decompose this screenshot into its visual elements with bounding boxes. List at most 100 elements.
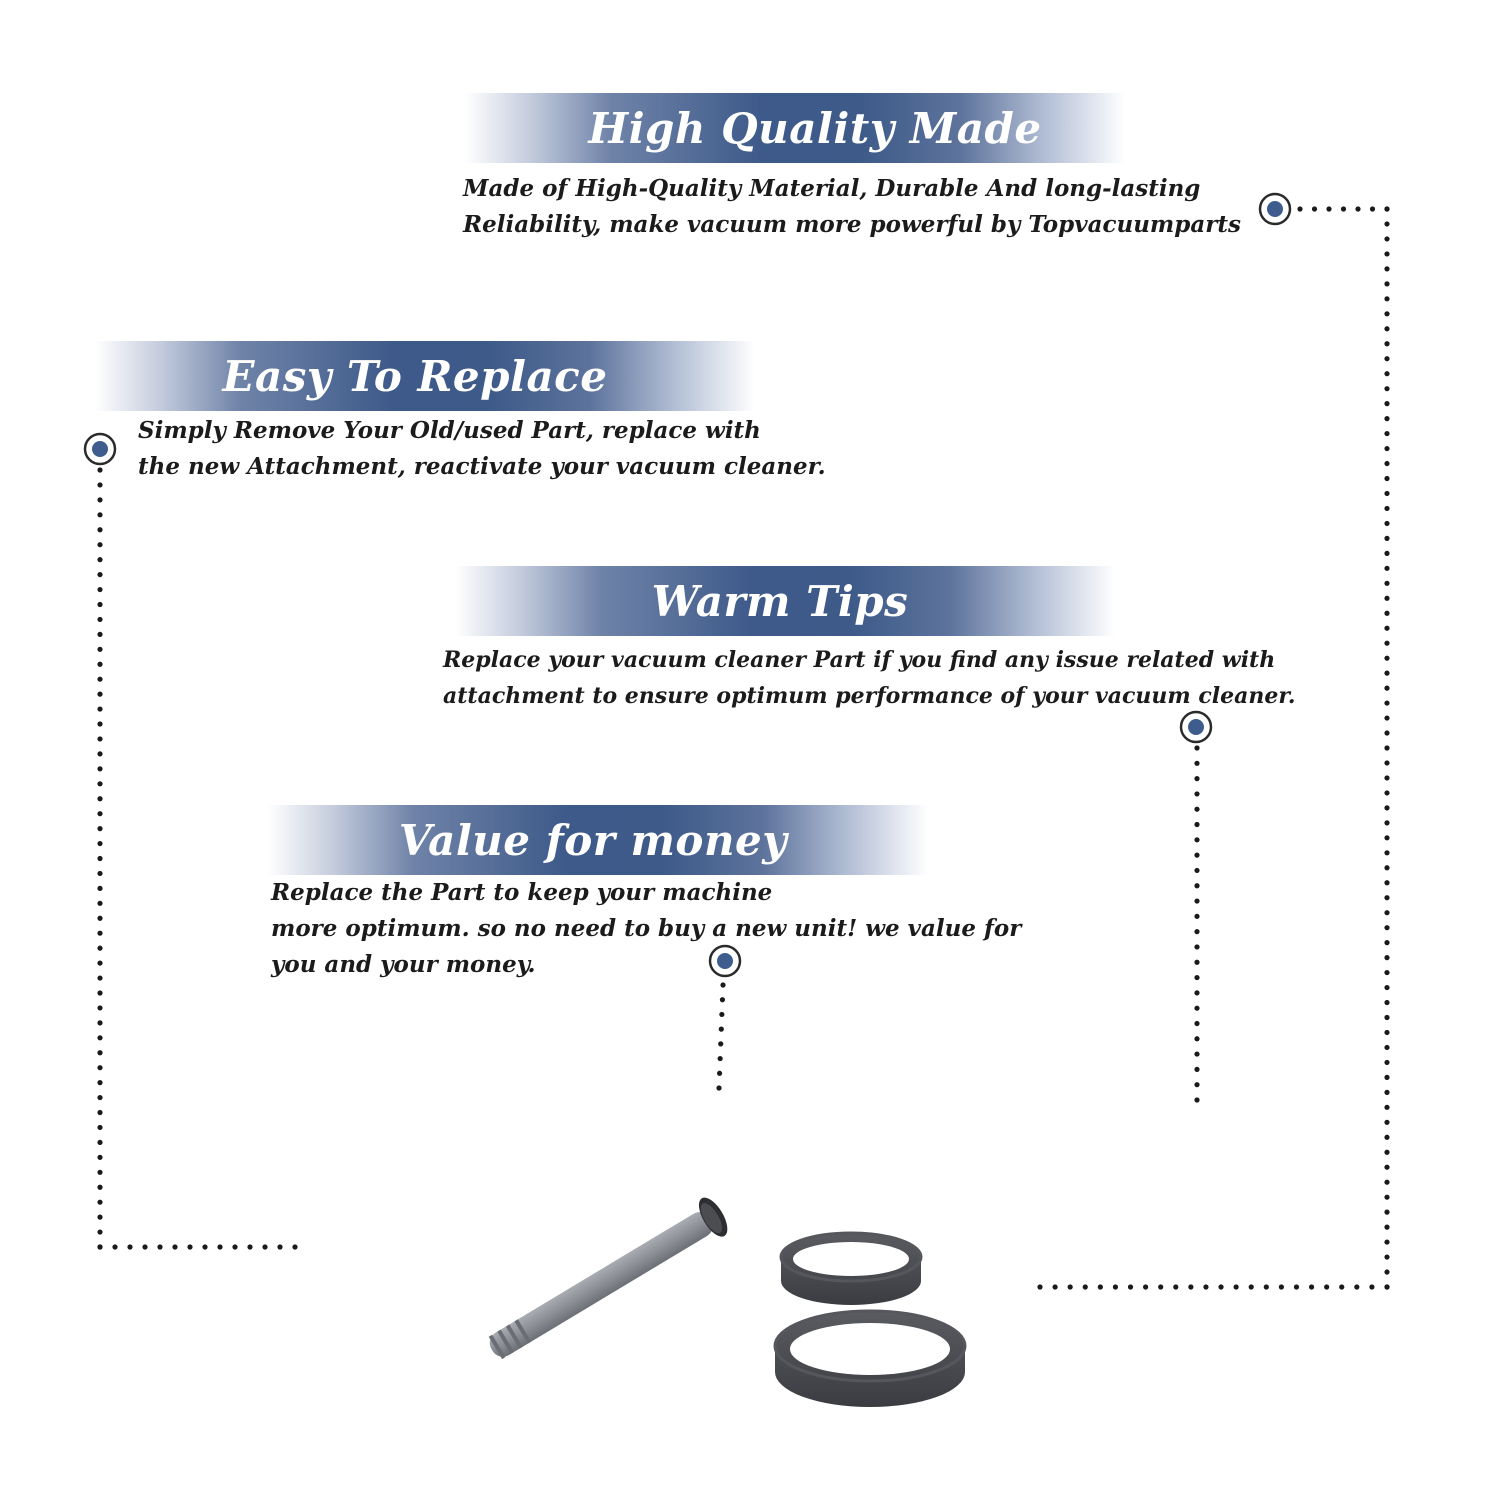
connector-dot [1384,1269,1390,1275]
target-marker-icon [1258,192,1292,226]
connector-dot [1384,670,1390,676]
connector-dot [97,646,103,652]
connector-dot [97,467,103,473]
connector-dot [1248,1284,1254,1290]
connector-easy-replace [97,467,298,1250]
connector-dot [1384,206,1390,212]
connector-dot [97,721,103,727]
description-line: Made of High-Quality Material, Durable A… [463,175,1201,202]
connector-dot [1037,1284,1043,1290]
connector-dot [97,930,103,936]
connector-dot [157,1244,163,1250]
connector-dot [1384,805,1390,811]
connector-dot [1194,974,1200,981]
connector-dot [1218,1284,1224,1290]
connector-dot [1384,1119,1390,1125]
connector-dot [247,1244,253,1250]
connector-dot [97,527,103,533]
section-description: Replace your vacuum cleaner Part if you … [443,642,1296,714]
connector-dot [716,1070,723,1076]
connector-dot [97,661,103,667]
connector-dot [97,975,103,981]
connector-dot [97,1154,103,1160]
connector-dot [1308,1284,1315,1290]
connector-dot [97,915,103,921]
connector-dot [1384,1134,1390,1140]
connector-dot [112,1244,118,1250]
connector-dot [1194,913,1200,919]
connector-dot [1384,416,1390,422]
connector-dot [97,1080,103,1086]
connector-dot [97,781,103,787]
connector-dot [1384,386,1390,392]
connector-dot [1354,1284,1360,1290]
connector-dot [718,1041,724,1047]
connector-dot [97,1199,103,1205]
connector-dot [1311,206,1318,212]
connector-dot [1384,1029,1390,1036]
connector-dot [1384,1059,1390,1066]
connector-dot [1384,1284,1390,1290]
connector-dot [1194,1036,1200,1042]
connector-dot [1194,898,1200,904]
connector-dot [1143,1284,1149,1290]
connector-dot [1384,715,1390,721]
connector-dot [127,1244,133,1250]
connector-dot [1194,852,1200,858]
connector-dot [1052,1284,1058,1290]
connector-dot [1194,1051,1200,1057]
connector-dot [1384,969,1390,976]
connector-dot [1384,880,1390,886]
connector-dot [262,1244,268,1250]
connector-dot [1384,296,1390,302]
connector-dot [1384,1164,1390,1170]
connector-dot [97,885,103,891]
connector-dot [97,616,103,623]
connector-dot [1194,1097,1200,1103]
connector-dot [1233,1284,1239,1290]
connector-dot [97,1229,103,1235]
section-description: Replace the Part to keep your machine mo… [271,875,1021,983]
connector-dot [1355,206,1361,212]
connector-dot [97,826,103,832]
connector-dot [1194,929,1200,935]
connector-dot [1194,791,1200,797]
connector-dot [97,766,103,772]
connector-dot [1384,1239,1390,1245]
connector-dot [1384,1194,1390,1200]
connector-dot [1324,1284,1330,1290]
connector-dot [1297,206,1303,212]
connector-dot [716,1085,722,1091]
target-marker-icon [1179,710,1213,744]
connector-dot [1194,867,1200,874]
connector-dot [1384,835,1390,841]
target-marker-icon [708,944,742,978]
connector-warm-tips [1194,745,1200,1103]
connector-dot [1384,790,1390,796]
description-line: you and your money. [271,951,536,978]
connector-dot [97,497,103,503]
connector-dot [1384,490,1390,497]
connector-dot [1384,1044,1390,1051]
connector-dot [97,1124,103,1131]
connector-dot [97,1184,103,1190]
connector-dot [1340,206,1347,212]
connector-dot [97,1005,103,1011]
belt-large [773,1309,967,1407]
target-marker-icon [83,432,117,466]
connector-dot [1384,1104,1390,1110]
connector-dot [277,1244,283,1250]
connector-dot [97,855,103,862]
banner-easy-replace: Easy To Replace [95,341,755,411]
connector-dot [97,482,103,488]
connector-dot [1384,1089,1390,1095]
connector-dot [1194,837,1200,843]
connector-dot [1158,1284,1164,1290]
dusting-wand [488,1197,728,1360]
section-title: Easy To Replace [222,351,608,401]
connector-dot [1384,685,1390,691]
connector-dot [97,990,103,996]
connector-dot [97,960,103,966]
connector-dot [1082,1284,1088,1290]
connector-dot [1384,999,1390,1006]
